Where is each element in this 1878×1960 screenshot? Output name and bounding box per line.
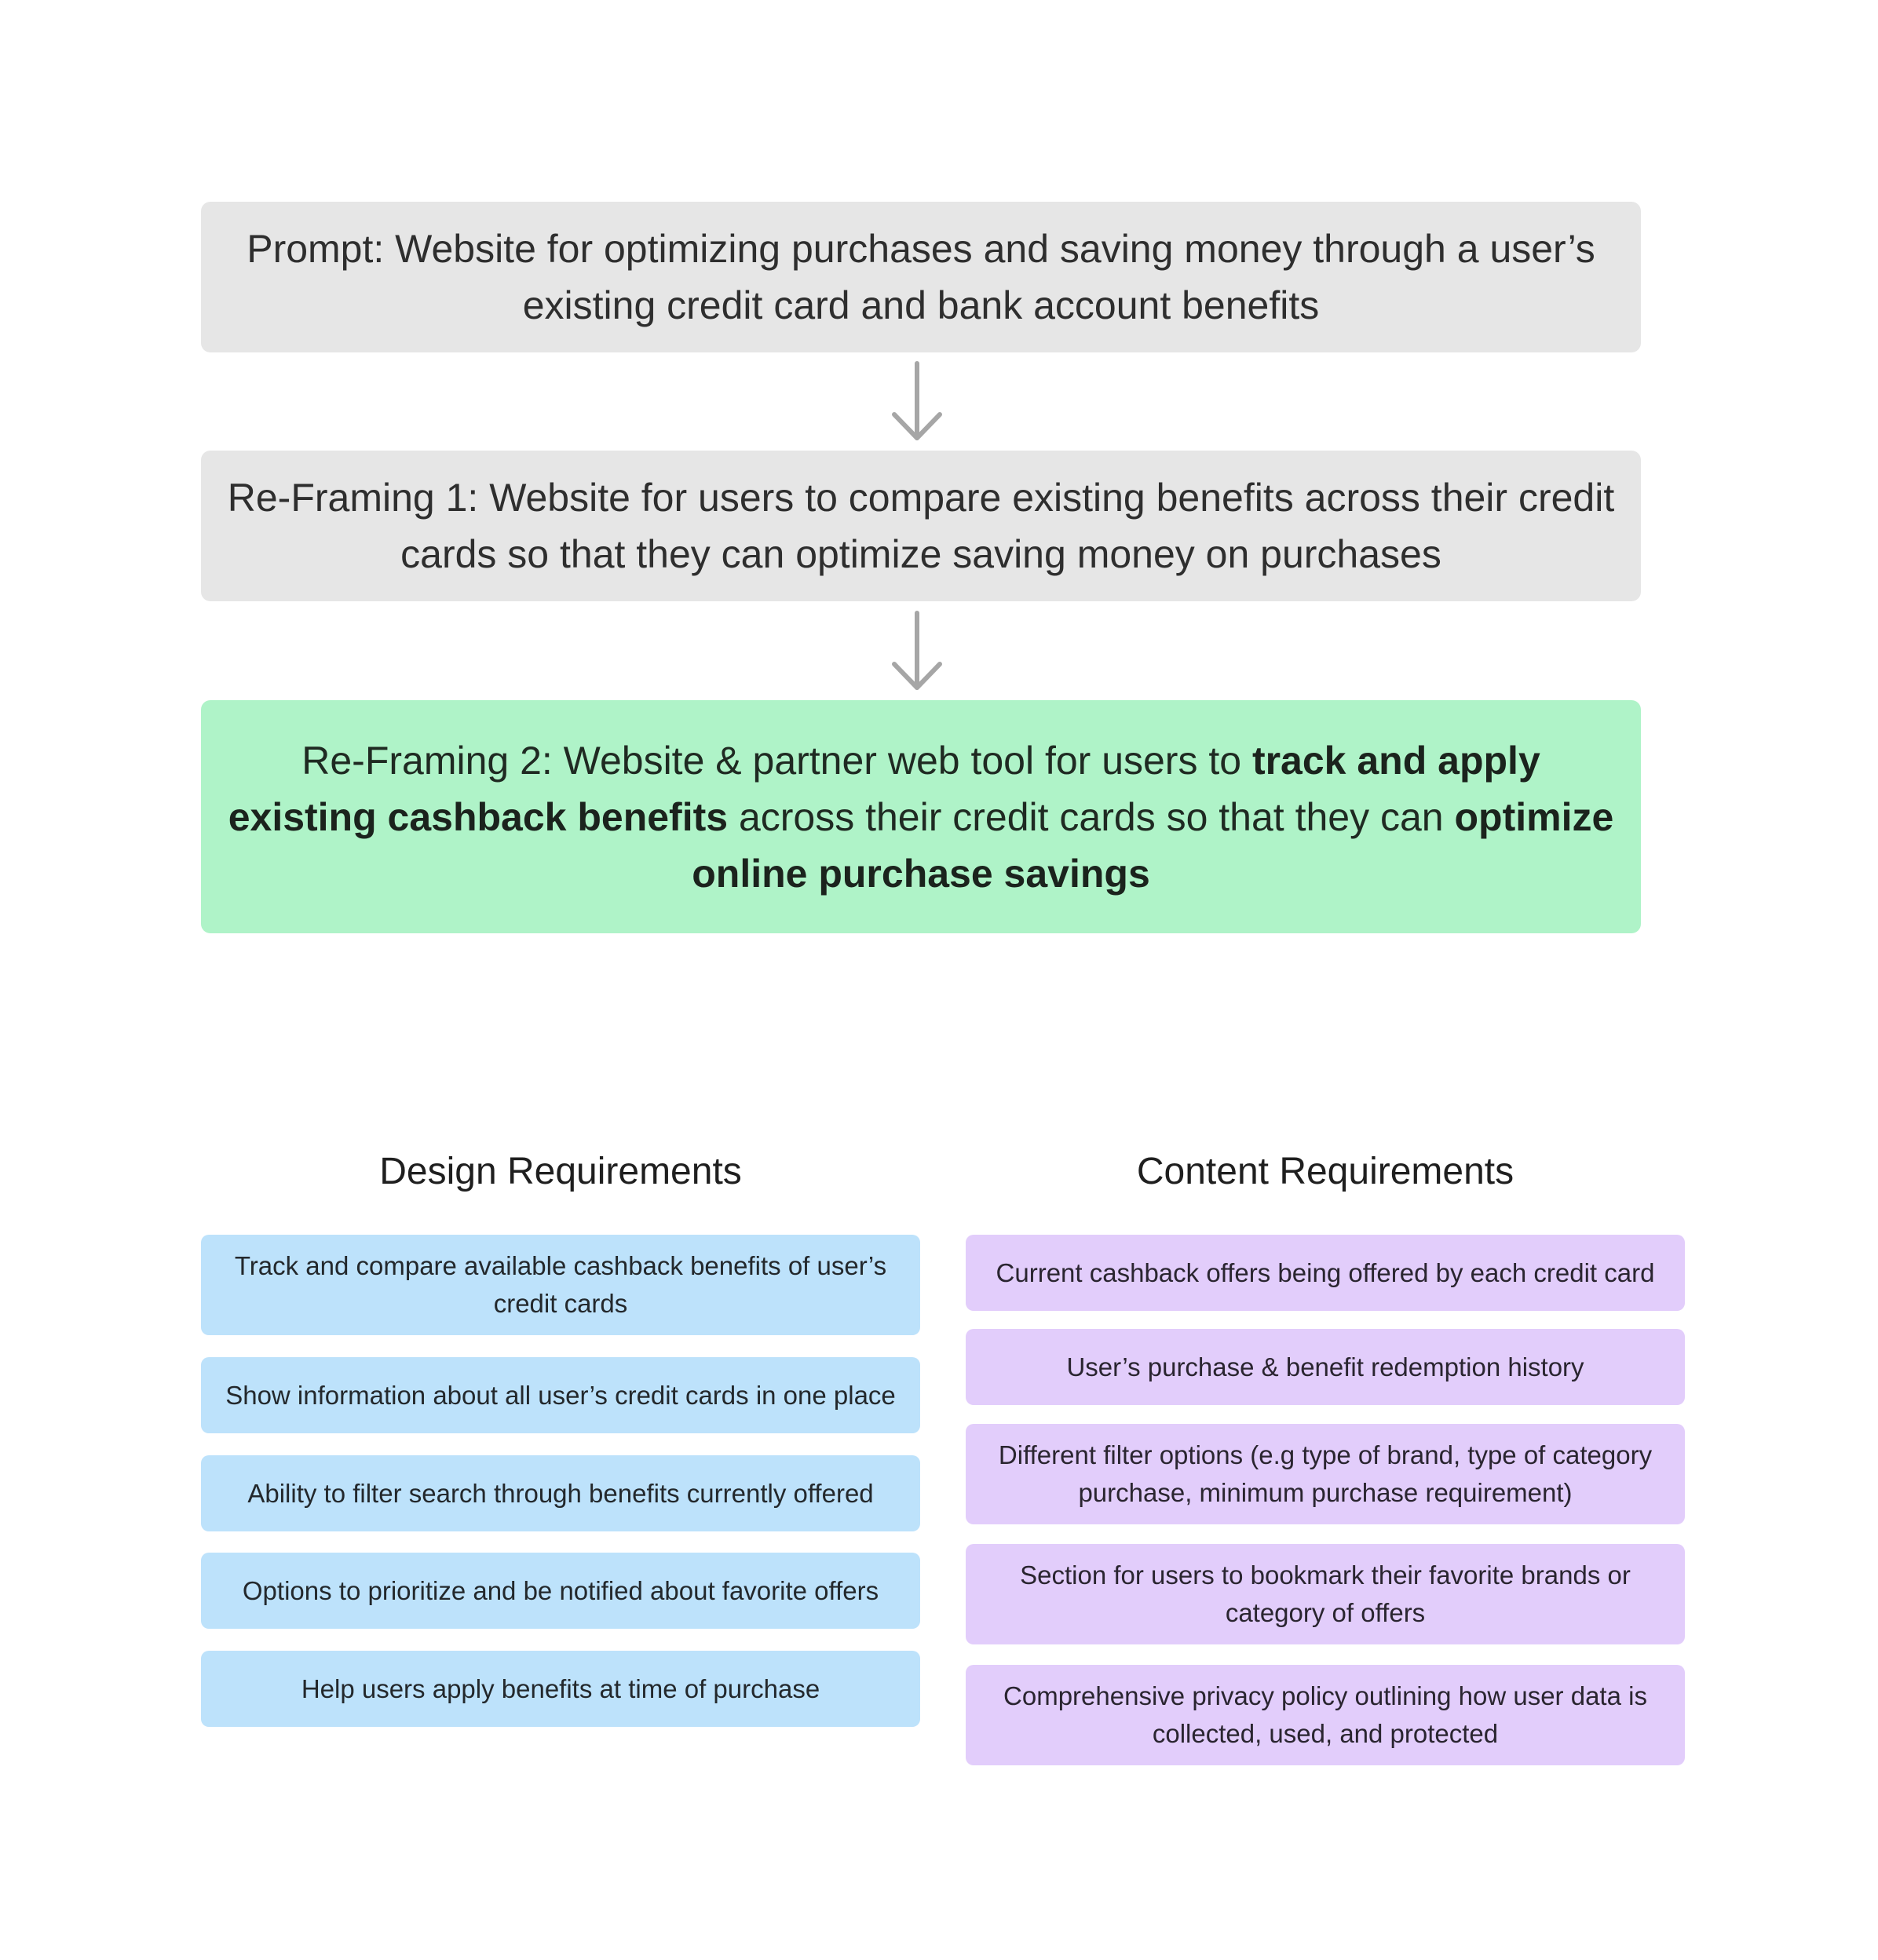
content-requirements-title: Content Requirements [1136, 1151, 1514, 1192]
design-requirement-item: Ability to filter search through benefit… [201, 1455, 920, 1531]
content-requirement-item: Section for users to bookmark their favo… [966, 1544, 1685, 1644]
arrow-down-icon [892, 611, 942, 690]
reframing-2-box: Re-Framing 2: Website & partner web tool… [201, 700, 1641, 933]
reframing-1-text: Re-Framing 1: Website for users to compa… [227, 476, 1615, 576]
design-requirement-item: Show information about all user’s credit… [201, 1357, 920, 1433]
reframing-2-part1: Re-Framing 2: Website & partner web tool… [301, 738, 1252, 783]
prompt-box: Prompt: Website for optimizing purchases… [201, 202, 1641, 352]
arrow-down-icon [892, 361, 942, 440]
reframing-2-highlight-track: track and apply existing cashback benefi… [228, 738, 1540, 839]
design-requirement-item: Track and compare available cashback ben… [201, 1235, 920, 1335]
content-requirement-item: Current cashback offers being offered by… [966, 1235, 1685, 1311]
content-requirement-item: User’s purchase & benefit redemption his… [966, 1329, 1685, 1405]
content-requirement-item: Different filter options (e.g type of br… [966, 1424, 1685, 1524]
content-requirement-item: Comprehensive privacy policy outlining h… [966, 1665, 1685, 1765]
reframing-2-highlight-optimize: optimize online purchase savings [692, 794, 1614, 896]
design-requirement-item: Options to prioritize and be notified ab… [201, 1553, 920, 1629]
reframing-1-box: Re-Framing 1: Website for users to compa… [201, 451, 1641, 601]
reframing-2-part2: across their credit cards so that they c… [728, 794, 1455, 839]
reframing-2-text: Re-Framing 2: Website & partner web tool… [228, 732, 1614, 902]
design-requirement-item: Help users apply benefits at time of pur… [201, 1651, 920, 1727]
design-requirements-title: Design Requirements [379, 1151, 742, 1192]
prompt-text: Prompt: Website for optimizing purchases… [247, 227, 1595, 327]
